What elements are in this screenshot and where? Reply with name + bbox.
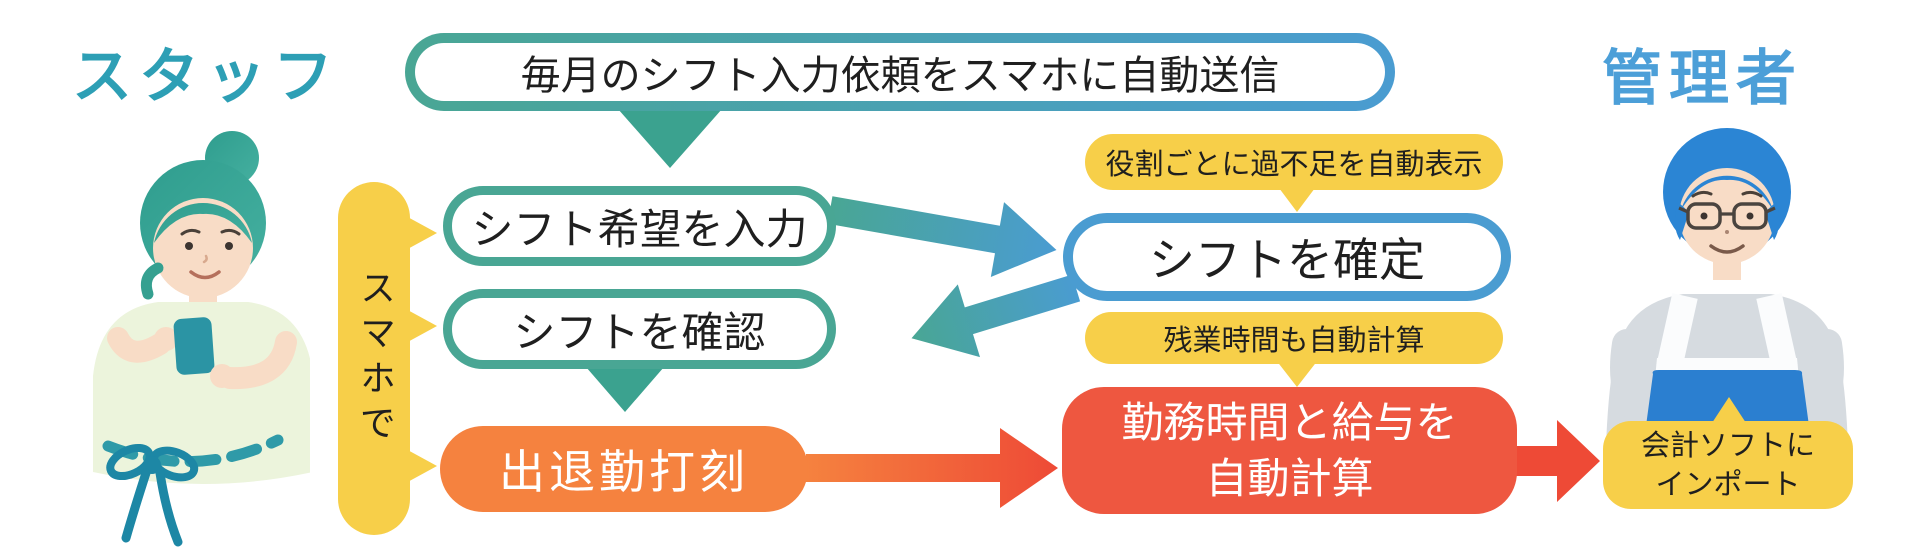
node-clock-in-out-label: 出退勤打刻 — [499, 445, 749, 499]
arrow-down-icon — [586, 367, 664, 412]
node-enter-shift-request-label: シフト希望を入力 — [471, 204, 808, 254]
smartphone-icon — [173, 317, 215, 375]
node-accounting-import-line2: インポート — [1655, 467, 1801, 501]
arrow-enter-to-confirm-icon — [827, 196, 1057, 277]
glasses-icon — [1686, 202, 1722, 230]
node-auto-send-label: 毎月のシフト入力依頼をスマホに自動送信 — [520, 53, 1280, 99]
staff-face-icon — [153, 198, 253, 298]
badge-overtime: 残業時間も自動計算 — [1085, 312, 1503, 364]
badge-tail-icon — [1276, 360, 1318, 387]
staff-title: スタッフ — [72, 42, 340, 112]
manager-title: 管理者 — [1602, 44, 1803, 114]
arrow-confirm-to-check-icon — [911, 274, 1081, 358]
node-check-shift: シフトを確認 — [443, 289, 836, 369]
node-finalize-shift: シフトを確定 — [1063, 213, 1511, 301]
badge-overtime-label: 残業時間も自動計算 — [1163, 323, 1425, 357]
node-finalize-shift-label: シフトを確定 — [1149, 233, 1425, 287]
badge-tail-icon — [1276, 184, 1318, 212]
node-accounting-import: 会計ソフトに インポート — [1603, 421, 1853, 509]
node-clock-in-out: 出退勤打刻 — [440, 426, 808, 512]
node-auto-calc-line2: 自動計算 — [1205, 453, 1374, 503]
node-auto-calc-line1: 勤務時間と給与を — [1121, 398, 1458, 448]
bubble-pointer-icon — [404, 308, 437, 344]
node-auto-calc: 勤務時間と給与を 自動計算 — [1062, 387, 1517, 514]
arrow-clock-to-calc-icon — [806, 428, 1058, 508]
node-check-shift-label: シフトを確認 — [513, 307, 766, 357]
badge-role-shortage-label: 役割ごとに過不足を自動表示 — [1105, 147, 1483, 181]
staff-fringe-icon — [154, 202, 252, 243]
node-accounting-import-line1: 会計ソフトに — [1640, 427, 1815, 462]
arrow-down-icon — [618, 109, 722, 168]
bubble-pointer-icon — [404, 215, 437, 251]
badge-tail-up-icon — [1710, 397, 1748, 426]
via-smartphone-label: スマホで — [354, 268, 395, 449]
laptop-icon — [1646, 370, 1809, 426]
arrow-calc-to-import-icon — [1512, 420, 1600, 502]
bubble-pointer-icon — [404, 448, 437, 484]
node-auto-send: 毎月のシフト入力依頼をスマホに自動送信 — [405, 33, 1395, 111]
badge-role-shortage: 役割ごとに過不足を自動表示 — [1085, 134, 1503, 190]
staff-person-illustration — [93, 131, 310, 547]
via-smartphone-bubble: スマホで — [338, 182, 410, 535]
node-enter-shift-request: シフト希望を入力 — [443, 186, 836, 266]
